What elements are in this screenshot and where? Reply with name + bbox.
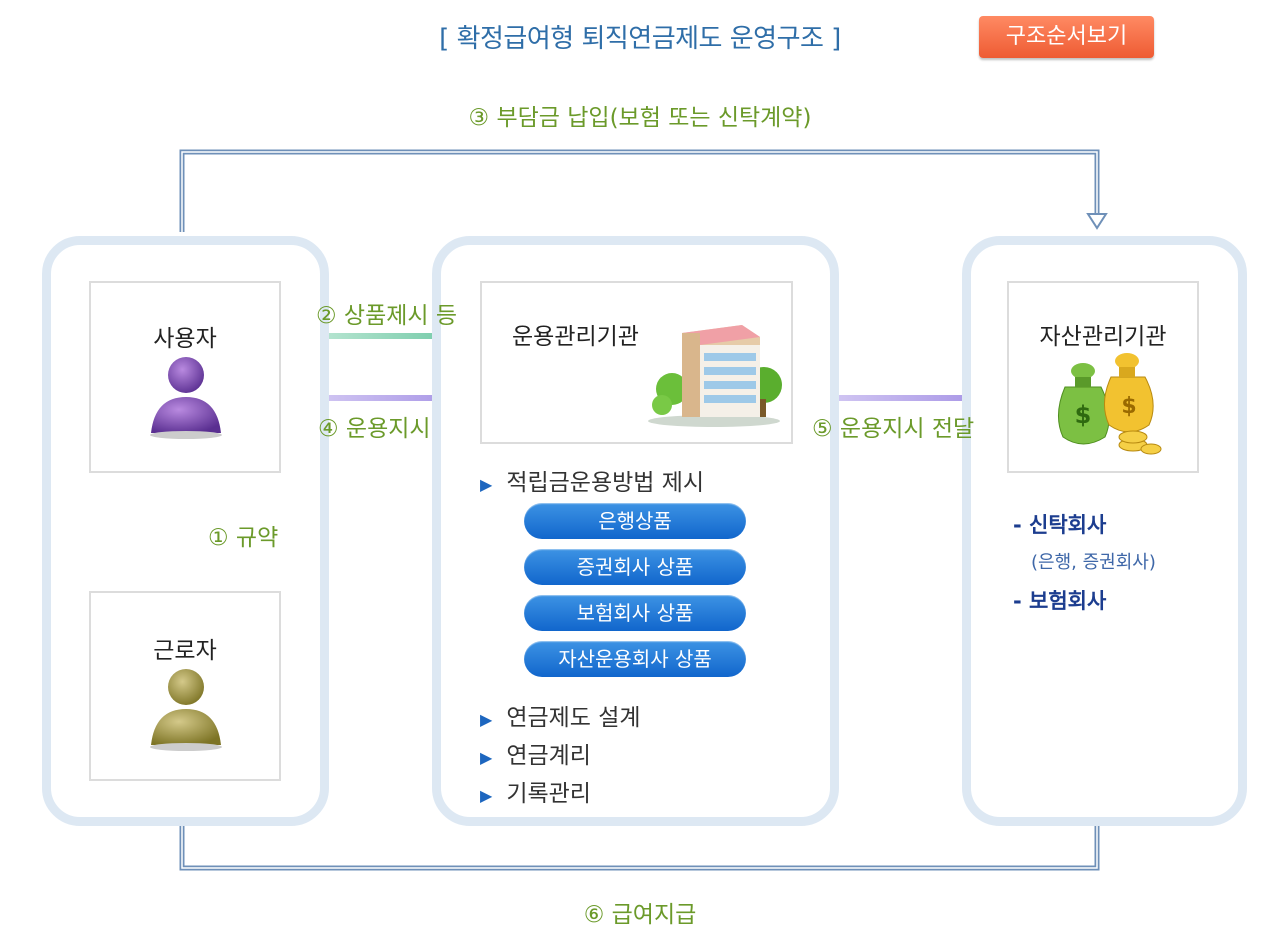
product-pill[interactable]: 은행상품 [524, 503, 746, 539]
employer-card: 사용자 [89, 281, 281, 473]
manager-item-row: ▶ 기록관리 [480, 774, 591, 808]
manager-item: 연금계리 [506, 743, 591, 769]
trust-company-sub: (은행, 증권회사) [1031, 552, 1156, 573]
step6-label: ⑥ 급여지급 [583, 902, 697, 928]
triangle-bullet-icon: ▶ [480, 710, 493, 729]
insurance-company: - 보험회사 [1013, 589, 1107, 613]
manager-heading-row: ▶ 적립금운용방법 제시 [480, 463, 704, 497]
manager-heading: 적립금운용방법 제시 [506, 470, 705, 496]
employer-label: 사용자 [153, 326, 217, 352]
money-bag-icon: $ $ [1058, 353, 1162, 455]
manager-item-row: ▶ 연금계리 [480, 736, 591, 770]
asset-card: 자산관리기관 $ $ [1007, 281, 1199, 473]
manager-item-row: ▶ 연금제도 설계 [480, 698, 641, 732]
person-icon [150, 357, 222, 439]
triangle-bullet-icon: ▶ [480, 786, 493, 805]
step5-label: ⑤ 운용지시 전달 [812, 416, 975, 442]
triangle-bullet-icon: ▶ [480, 748, 493, 767]
product-pill[interactable]: 보험회사 상품 [524, 595, 746, 631]
step2-label: ② 상품제시 등 [316, 303, 458, 329]
step3-label: ③ 부담금 납입(보험 또는 신탁계약) [468, 105, 812, 131]
diagram-title: [ 확정급여형 퇴직연금제도 운영구조 ] [439, 24, 841, 54]
manager-item: 기록관리 [506, 781, 591, 807]
manager-label: 운용관리기관 [512, 324, 639, 350]
product-pill[interactable]: 자산운용회사 상품 [524, 641, 746, 677]
product-pill[interactable]: 증권회사 상품 [524, 549, 746, 585]
building-icon [648, 325, 782, 427]
svg-text:$: $ [1121, 394, 1136, 419]
person-icon [150, 669, 222, 751]
manager-item: 연금제도 설계 [506, 705, 641, 731]
manager-card: 운용관리기관 [480, 281, 793, 444]
step1-label: ① 규약 [208, 525, 279, 551]
step3-route [179, 149, 1100, 232]
worker-card: 근로자 [89, 591, 281, 781]
step4-label: ④ 운용지시 [318, 416, 431, 442]
asset-label: 자산관리기관 [1039, 324, 1167, 350]
structure-order-button[interactable]: 구조순서보기 [979, 16, 1154, 58]
worker-label: 근로자 [153, 638, 217, 664]
step3-arrowhead [1086, 213, 1108, 230]
trust-company: - 신탁회사 [1013, 513, 1107, 537]
svg-text:$: $ [1075, 401, 1092, 429]
triangle-bullet-icon: ▶ [480, 475, 493, 494]
